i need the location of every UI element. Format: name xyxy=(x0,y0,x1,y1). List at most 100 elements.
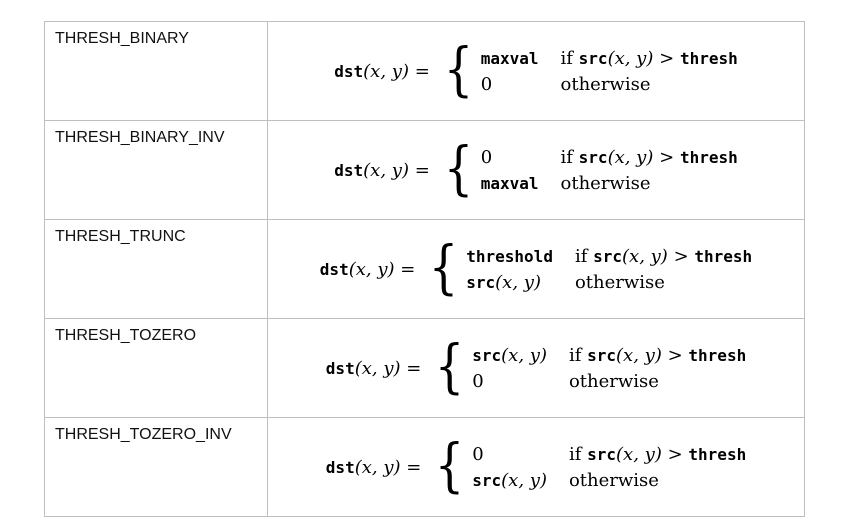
case1-value-fn: src xyxy=(472,345,502,365)
formula-lhs: dst(x, y) = xyxy=(326,457,422,478)
case2-value: 0 xyxy=(480,73,493,95)
case2-value: 0 xyxy=(472,370,484,392)
case1-value-cell: maxval xyxy=(481,48,539,69)
case1-value: maxval xyxy=(480,48,539,68)
formula-cell: dst(x, y) = { maxval if src(x, y) > thre… xyxy=(267,21,805,121)
case2-condition: otherwise xyxy=(569,470,746,491)
formula: dst(x, y) = { 0 if src(x, y) > thresh sr… xyxy=(268,419,804,516)
if-word: if xyxy=(574,245,588,267)
cond-function: src xyxy=(587,345,617,365)
case1-value: 0 xyxy=(480,146,493,168)
table-row: THRESH_BINARY_INV dst(x, y) = { 0 if src… xyxy=(44,120,805,220)
threshold-type-name: THRESH_TOZERO_INV xyxy=(55,426,232,443)
lhs-args: (x, y) xyxy=(363,60,409,82)
otherwise-word: otherwise xyxy=(560,73,651,95)
cond-args: (x, y) xyxy=(607,47,654,69)
cond-rhs: thresh xyxy=(679,48,738,68)
if-word: if xyxy=(568,443,582,465)
table-row: THRESH_TOZERO dst(x, y) = { src(x, y) if… xyxy=(44,318,805,418)
case2-value-fn: src xyxy=(466,272,496,292)
lhs-args: (x, y) xyxy=(354,456,401,478)
threshold-type-name: THRESH_TOZERO xyxy=(55,327,197,344)
table-row: THRESH_BINARY dst(x, y) = { maxval if sr… xyxy=(44,21,805,121)
cond-operator: > xyxy=(659,146,675,168)
lhs-function: dst xyxy=(334,160,364,180)
otherwise-word: otherwise xyxy=(574,271,665,293)
formula: dst(x, y) = { 0 if src(x, y) > thresh ma… xyxy=(268,122,804,219)
formula-cell: dst(x, y) = { src(x, y) if src(x, y) > t… xyxy=(267,318,805,418)
case2-value: maxval xyxy=(480,173,539,193)
cond-args: (x, y) xyxy=(622,245,668,267)
lhs-function: dst xyxy=(325,358,355,378)
threshold-types-table: THRESH_BINARY dst(x, y) = { maxval if sr… xyxy=(44,21,805,517)
cases: src(x, y) if src(x, y) > thresh 0 otherw… xyxy=(472,345,746,392)
cond-operator: > xyxy=(667,344,683,366)
case1-condition: if src(x, y) > thresh xyxy=(569,345,746,366)
cond-function: src xyxy=(578,147,608,167)
cond-args: (x, y) xyxy=(607,146,654,168)
cond-operator: > xyxy=(673,245,689,267)
case2-value-fn: src xyxy=(472,470,502,490)
otherwise-word: otherwise xyxy=(560,172,651,194)
formula-lhs: dst(x, y) = xyxy=(320,259,416,280)
formula: dst(x, y) = { threshold if src(x, y) > t… xyxy=(268,221,804,318)
equals-sign: = xyxy=(414,60,430,82)
formula: dst(x, y) = { src(x, y) if src(x, y) > t… xyxy=(268,320,804,417)
if-word: if xyxy=(560,47,573,69)
table-row: THRESH_TOZERO_INV dst(x, y) = { 0 if src… xyxy=(44,417,805,517)
left-brace: { xyxy=(435,431,465,499)
case2-value-cell: src(x, y) xyxy=(466,272,553,293)
equals-sign: = xyxy=(406,456,422,478)
cond-args: (x, y) xyxy=(616,443,662,465)
cond-rhs: thresh xyxy=(688,444,747,464)
cases: 0 if src(x, y) > thresh maxval otherwise xyxy=(481,147,738,194)
threshold-name-cell: THRESH_TOZERO_INV xyxy=(44,417,268,517)
lhs-args: (x, y) xyxy=(348,258,395,280)
case2-value-args: (x, y) xyxy=(501,469,547,491)
cond-rhs: thresh xyxy=(679,147,738,167)
case1-value-cell: threshold xyxy=(466,246,553,267)
formula: dst(x, y) = { maxval if src(x, y) > thre… xyxy=(268,23,804,120)
equals-sign: = xyxy=(406,357,422,379)
lhs-function: dst xyxy=(325,457,355,477)
case2-value-cell: 0 xyxy=(472,371,547,392)
formula-lhs: dst(x, y) = xyxy=(334,61,430,82)
case1-value-cell: src(x, y) xyxy=(472,345,547,366)
case1-value-args: (x, y) xyxy=(501,344,547,366)
threshold-name-cell: THRESH_BINARY_INV xyxy=(44,120,268,220)
cond-operator: > xyxy=(667,443,683,465)
lhs-args: (x, y) xyxy=(363,159,409,181)
case1-condition: if src(x, y) > thresh xyxy=(575,246,752,267)
threshold-type-name: THRESH_TRUNC xyxy=(55,228,186,245)
threshold-type-name: THRESH_BINARY_INV xyxy=(55,129,225,146)
left-brace: { xyxy=(429,233,459,301)
case2-condition: otherwise xyxy=(575,272,752,293)
formula-cell: dst(x, y) = { 0 if src(x, y) > thresh ma… xyxy=(267,120,805,220)
cond-operator: > xyxy=(659,47,675,69)
case1-condition: if src(x, y) > thresh xyxy=(561,48,738,69)
left-brace: { xyxy=(443,35,474,103)
case1-value-cell: 0 xyxy=(472,444,547,465)
cond-function: src xyxy=(578,48,608,68)
case2-value-cell: 0 xyxy=(481,74,539,95)
formula-cell: dst(x, y) = { threshold if src(x, y) > t… xyxy=(267,219,805,319)
cond-args: (x, y) xyxy=(616,344,662,366)
threshold-type-name: THRESH_BINARY xyxy=(55,30,189,47)
case1-value-cell: 0 xyxy=(481,147,539,168)
otherwise-word: otherwise xyxy=(568,469,659,491)
threshold-name-cell: THRESH_BINARY xyxy=(44,21,268,121)
case2-condition: otherwise xyxy=(561,173,738,194)
threshold-name-cell: THRESH_TRUNC xyxy=(44,219,268,319)
cond-rhs: thresh xyxy=(694,246,753,266)
case2-condition: otherwise xyxy=(561,74,738,95)
cond-function: src xyxy=(587,444,617,464)
case1-value: 0 xyxy=(472,443,484,465)
case1-condition: if src(x, y) > thresh xyxy=(561,147,738,168)
cases: maxval if src(x, y) > thresh 0 otherwise xyxy=(481,48,738,95)
otherwise-word: otherwise xyxy=(568,370,659,392)
cond-rhs: thresh xyxy=(688,345,747,365)
formula-cell: dst(x, y) = { 0 if src(x, y) > thresh sr… xyxy=(267,417,805,517)
case2-value-cell: maxval xyxy=(481,173,539,194)
case2-value-args: (x, y) xyxy=(495,271,541,293)
left-brace: { xyxy=(435,332,465,400)
